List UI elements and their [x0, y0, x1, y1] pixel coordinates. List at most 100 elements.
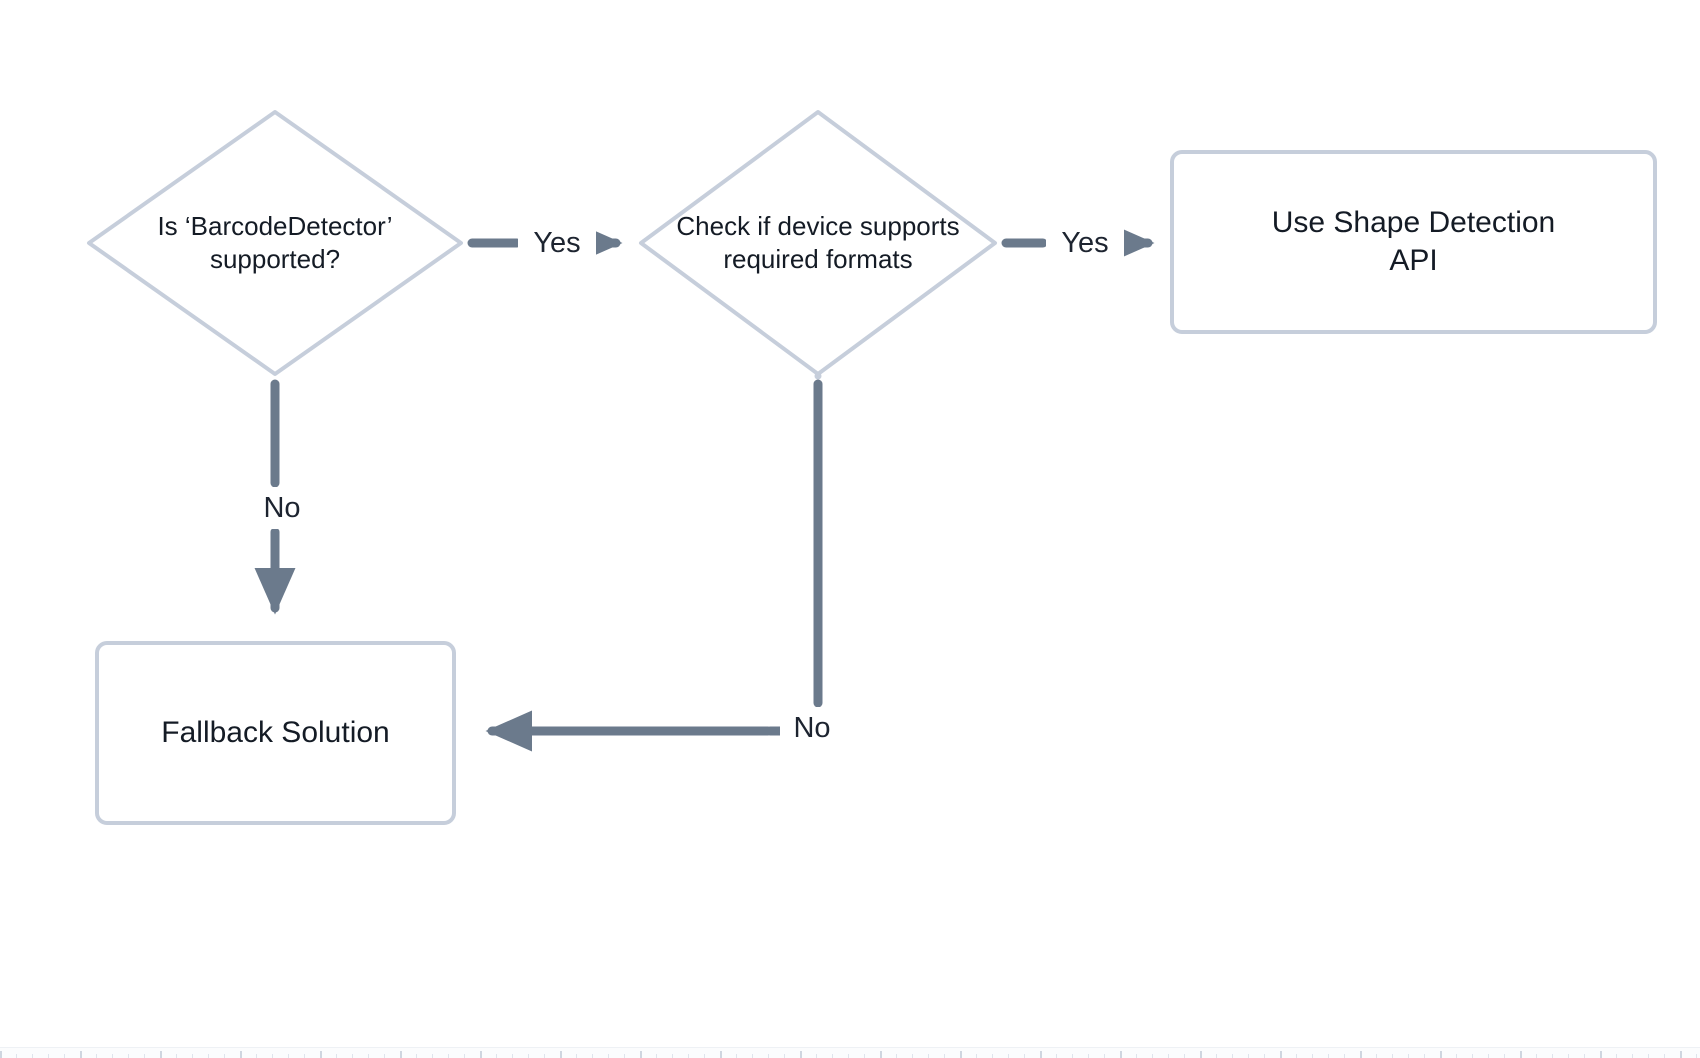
ruler-tick: [0, 1051, 2, 1058]
ruler-tick: [1616, 1054, 1617, 1058]
ruler-tick: [720, 1051, 722, 1058]
ruler-tick: [816, 1054, 817, 1058]
ruler-tick: [400, 1051, 402, 1058]
ruler-tick: [880, 1051, 882, 1058]
ruler-tick: [1072, 1054, 1073, 1058]
ruler-tick: [64, 1054, 65, 1058]
ruler-tick: [1552, 1054, 1553, 1058]
ruler-tick: [1104, 1054, 1105, 1058]
ruler-tick: [1264, 1054, 1265, 1058]
ruler-tick: [624, 1054, 625, 1058]
ruler-tick: [352, 1054, 353, 1058]
ruler-tick: [1376, 1054, 1377, 1058]
ruler-tick: [128, 1054, 129, 1058]
ruler-tick: [1488, 1054, 1489, 1058]
ruler-tick: [1456, 1054, 1457, 1058]
node-shape-fallback-solution[interactable]: [95, 641, 456, 825]
ruler-tick: [704, 1054, 705, 1058]
ruler-tick: [1584, 1054, 1585, 1058]
ruler-tick: [1392, 1054, 1393, 1058]
ruler-tick: [1696, 1054, 1697, 1058]
ruler-tick: [544, 1054, 545, 1058]
ruler-tick: [656, 1054, 657, 1058]
ruler-tick: [16, 1054, 17, 1058]
ruler-tick: [1008, 1054, 1009, 1058]
ruler-tick: [416, 1054, 417, 1058]
ruler-tick: [208, 1054, 209, 1058]
ruler-tick: [592, 1054, 593, 1058]
ruler-tick: [1344, 1054, 1345, 1058]
ruler-tick: [384, 1054, 385, 1058]
ruler-tick: [496, 1054, 497, 1058]
ruler-tick: [272, 1054, 273, 1058]
ruler-tick: [432, 1054, 433, 1058]
ruler-tick: [1184, 1054, 1185, 1058]
ruler-tick: [1312, 1054, 1313, 1058]
ruler-tick: [80, 1051, 82, 1058]
ruler-tick: [1168, 1054, 1169, 1058]
ruler-tick: [1120, 1051, 1122, 1058]
ruler-tick: [1232, 1054, 1233, 1058]
ruler-tick: [176, 1054, 177, 1058]
ruler-tick: [640, 1051, 642, 1058]
ruler-tick: [288, 1054, 289, 1058]
ruler-tick: [1360, 1051, 1362, 1058]
bottom-ruler: [0, 1047, 1700, 1058]
ruler-tick: [112, 1054, 113, 1058]
ruler-tick: [1664, 1054, 1665, 1058]
ruler-tick: [1568, 1054, 1569, 1058]
ruler-tick: [224, 1054, 225, 1058]
ruler-tick: [688, 1054, 689, 1058]
ruler-tick: [1296, 1054, 1297, 1058]
ruler-tick: [576, 1054, 577, 1058]
ruler-tick: [1408, 1054, 1409, 1058]
ruler-tick: [848, 1054, 849, 1058]
ruler-tick: [1216, 1054, 1217, 1058]
ruler-tick: [304, 1054, 305, 1058]
ruler-tick: [768, 1054, 769, 1058]
ruler-tick: [912, 1054, 913, 1058]
ruler-tick: [160, 1051, 162, 1058]
ruler-tick: [832, 1054, 833, 1058]
ruler-tick: [144, 1054, 145, 1058]
ruler-tick: [1056, 1054, 1057, 1058]
ruler-tick: [320, 1051, 322, 1058]
edge-formats-no: [485, 372, 843, 752]
ruler-tick: [800, 1051, 802, 1058]
ruler-tick: [368, 1054, 369, 1058]
ruler-tick: [608, 1054, 609, 1058]
ruler-tick: [512, 1054, 513, 1058]
ruler-tick: [960, 1051, 962, 1058]
node-shape-use-shape-detection-api[interactable]: [1170, 150, 1657, 334]
ruler-tick: [864, 1054, 865, 1058]
ruler-tick: [480, 1051, 482, 1058]
ruler-tick: [896, 1054, 897, 1058]
ruler-tick: [1328, 1054, 1329, 1058]
ruler-tick: [256, 1054, 257, 1058]
ruler-tick: [928, 1054, 929, 1058]
ruler-tick: [672, 1054, 673, 1058]
ruler-tick: [32, 1054, 33, 1058]
ruler-tick: [240, 1051, 242, 1058]
ruler-tick: [736, 1054, 737, 1058]
node-shape-barcode-detector-check[interactable]: [87, 110, 463, 376]
ruler-tick: [784, 1054, 785, 1058]
ruler-tick: [1152, 1054, 1153, 1058]
ruler-tick: [1136, 1054, 1137, 1058]
ruler-tick: [192, 1054, 193, 1058]
ruler-tick: [944, 1054, 945, 1058]
ruler-tick: [336, 1054, 337, 1058]
ruler-tick: [976, 1054, 977, 1058]
ruler-tick: [96, 1054, 97, 1058]
ruler-tick: [1088, 1054, 1089, 1058]
ruler-tick: [560, 1051, 562, 1058]
ruler-tick: [1472, 1054, 1473, 1058]
ruler-tick: [1440, 1051, 1442, 1058]
ruler-tick: [1648, 1054, 1649, 1058]
ruler-tick: [528, 1054, 529, 1058]
ruler-tick: [1504, 1054, 1505, 1058]
node-shape-device-formats-check[interactable]: [639, 110, 997, 376]
ruler-tick: [1280, 1051, 1282, 1058]
